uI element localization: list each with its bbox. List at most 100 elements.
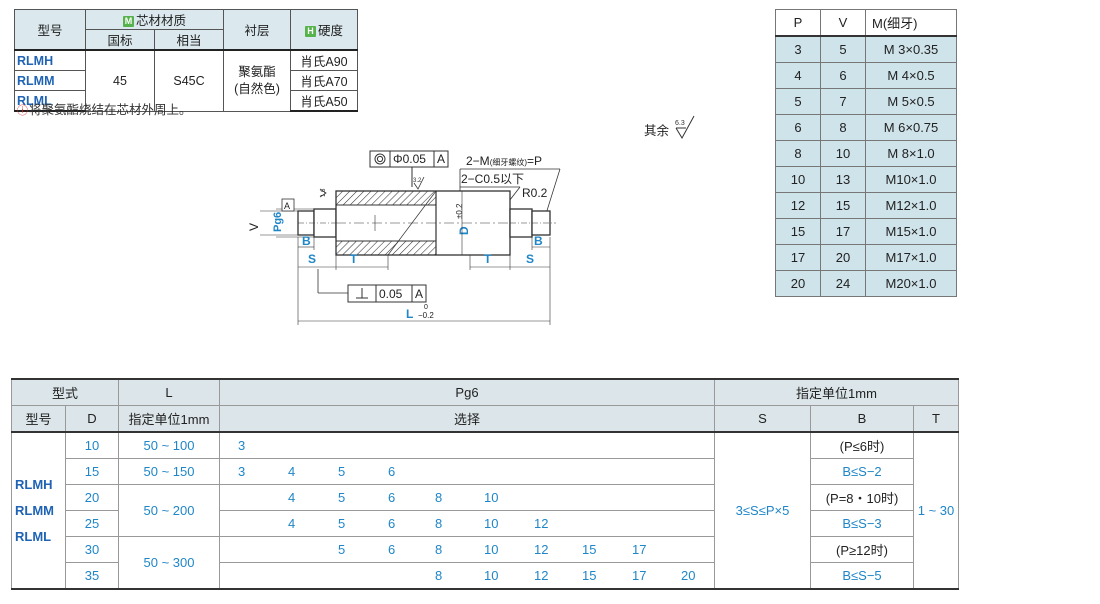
pg6-value: 12: [534, 516, 549, 531]
lining-value: 聚氨酯(自然色): [223, 49, 291, 112]
s-header: S: [714, 405, 811, 433]
model-rlml: RLML: [14, 90, 86, 112]
b-condition: (P≥12时): [810, 536, 914, 563]
datum-box-label: A: [284, 201, 290, 211]
thread-cell: 17: [820, 218, 866, 245]
thread-cell: M 6×0.75: [865, 114, 957, 141]
thread-cell: 15: [820, 192, 866, 219]
dim-s-right: S: [526, 252, 534, 266]
l-value: 50 ~ 200: [118, 484, 220, 537]
b-rule: B≤S−2: [810, 458, 914, 485]
d-value: 35: [65, 562, 119, 590]
s-value: 3≤S≤P×5: [714, 431, 811, 590]
t-value: 1 ~ 30: [913, 431, 959, 590]
dim-l-label: L: [406, 307, 413, 321]
thread-cell: 15: [775, 218, 821, 245]
pg6-value: 6: [388, 490, 396, 505]
b-condition: (P≤6时): [810, 431, 914, 459]
pg6-value: 8: [435, 516, 443, 531]
hardness-tag-icon: H: [304, 26, 316, 37]
dim-t-right: T: [484, 252, 492, 266]
l-value: 50 ~ 150: [118, 458, 220, 485]
chamfer-label: 2−C0.5以下: [461, 172, 524, 186]
thread-cell: 5: [820, 35, 866, 63]
thread-cell: 5: [775, 88, 821, 115]
dim-b-right: B: [534, 234, 543, 248]
thread-cell: 24: [820, 270, 866, 297]
pg6-value: 10: [484, 568, 499, 583]
dim-s-left: S: [308, 252, 316, 266]
radius-label: R0.2: [522, 186, 548, 200]
warning-icon: ⓘ: [17, 105, 28, 117]
thread-cell: M15×1.0: [865, 218, 957, 245]
pg6-value: 15: [582, 542, 597, 557]
unit-header: 指定单位1mm: [714, 378, 959, 406]
type-header: 型式: [11, 378, 119, 406]
thread-cell: M10×1.0: [865, 166, 957, 193]
d-value: 30: [65, 536, 119, 563]
thread-cell: 8: [775, 140, 821, 167]
dim-v-label: V: [247, 223, 261, 231]
dim-l-tol-upper: 0: [424, 304, 428, 311]
dim-d-tol: ±0.2: [455, 203, 464, 219]
equivalent-value: S45C: [154, 49, 224, 112]
datum-label-2: A: [415, 287, 423, 301]
pg6-value: 4: [288, 464, 296, 479]
model-rlml: RLML: [15, 528, 52, 544]
thread-cell: 17: [775, 244, 821, 271]
thread-cell: M17×1.0: [865, 244, 957, 271]
standard-header: 国标: [85, 29, 155, 51]
material-tag-icon: M: [122, 16, 134, 27]
dim-d-label: D: [457, 226, 471, 235]
thread-cell: 10: [820, 140, 866, 167]
thread-header-m: M(细牙): [865, 9, 957, 37]
note: ⓘ将聚氨酯烧结在芯材外周上。: [17, 99, 192, 118]
pg6-row: 3: [219, 431, 715, 459]
rough-small-1: 3.2: [413, 178, 422, 184]
perpendicularity-frame: 0.05 A: [347, 284, 427, 303]
model-header: 型号: [11, 405, 66, 433]
thread-label: 2−M(细牙螺纹)=P: [466, 154, 542, 168]
hardness-value: 肖氏A90: [290, 49, 358, 71]
pg6-value: 17: [632, 568, 647, 583]
d-header: D: [65, 405, 119, 433]
thread-cell: 3: [775, 35, 821, 63]
roughness-label: 其余: [644, 124, 670, 138]
thread-cell: 7: [820, 88, 866, 115]
l-header: L: [118, 378, 220, 406]
b-header: B: [810, 405, 914, 433]
pg6-value: 3: [238, 438, 246, 453]
model-rlmm: RLMM: [14, 70, 86, 91]
concentricity-value: Φ0.05: [393, 152, 426, 166]
thread-cell: 8: [820, 114, 866, 141]
b-condition: (P=8・10时): [810, 484, 914, 511]
pg6-value: 6: [388, 516, 396, 531]
thread-cell: 10: [775, 166, 821, 193]
model-rlmm: RLMM: [15, 502, 54, 518]
pg6-value: 17: [632, 542, 647, 557]
pg6-value: 6: [388, 542, 396, 557]
pg6-value: 8: [435, 542, 443, 557]
pg6-value: 20: [681, 568, 696, 583]
thread-header-p: P: [775, 9, 821, 37]
pg6-value: 5: [338, 516, 346, 531]
pg6-value: 4: [288, 516, 296, 531]
l-unit-header: 指定单位1mm: [118, 405, 220, 433]
t-header: T: [913, 405, 959, 433]
pg6-value: 6: [388, 464, 396, 479]
thread-cell: M 4×0.5: [865, 62, 957, 89]
thread-cell: 12: [775, 192, 821, 219]
thread-cell: 6: [820, 62, 866, 89]
model-header: 型号: [14, 9, 86, 51]
l-value: 50 ~ 300: [118, 536, 220, 590]
thread-cell: M 8×1.0: [865, 140, 957, 167]
spec-table: 型式 L Pg6 指定单位1mm 型号 D 指定单位1mm 选择 S B T R…: [11, 378, 959, 590]
pg6-value: 5: [338, 464, 346, 479]
pg6-value: 4: [288, 490, 296, 505]
perpendicularity-value: 0.05: [379, 287, 403, 301]
l-value: 50 ~ 100: [118, 431, 220, 459]
dim-l-tol-lower: −0.2: [418, 311, 434, 320]
